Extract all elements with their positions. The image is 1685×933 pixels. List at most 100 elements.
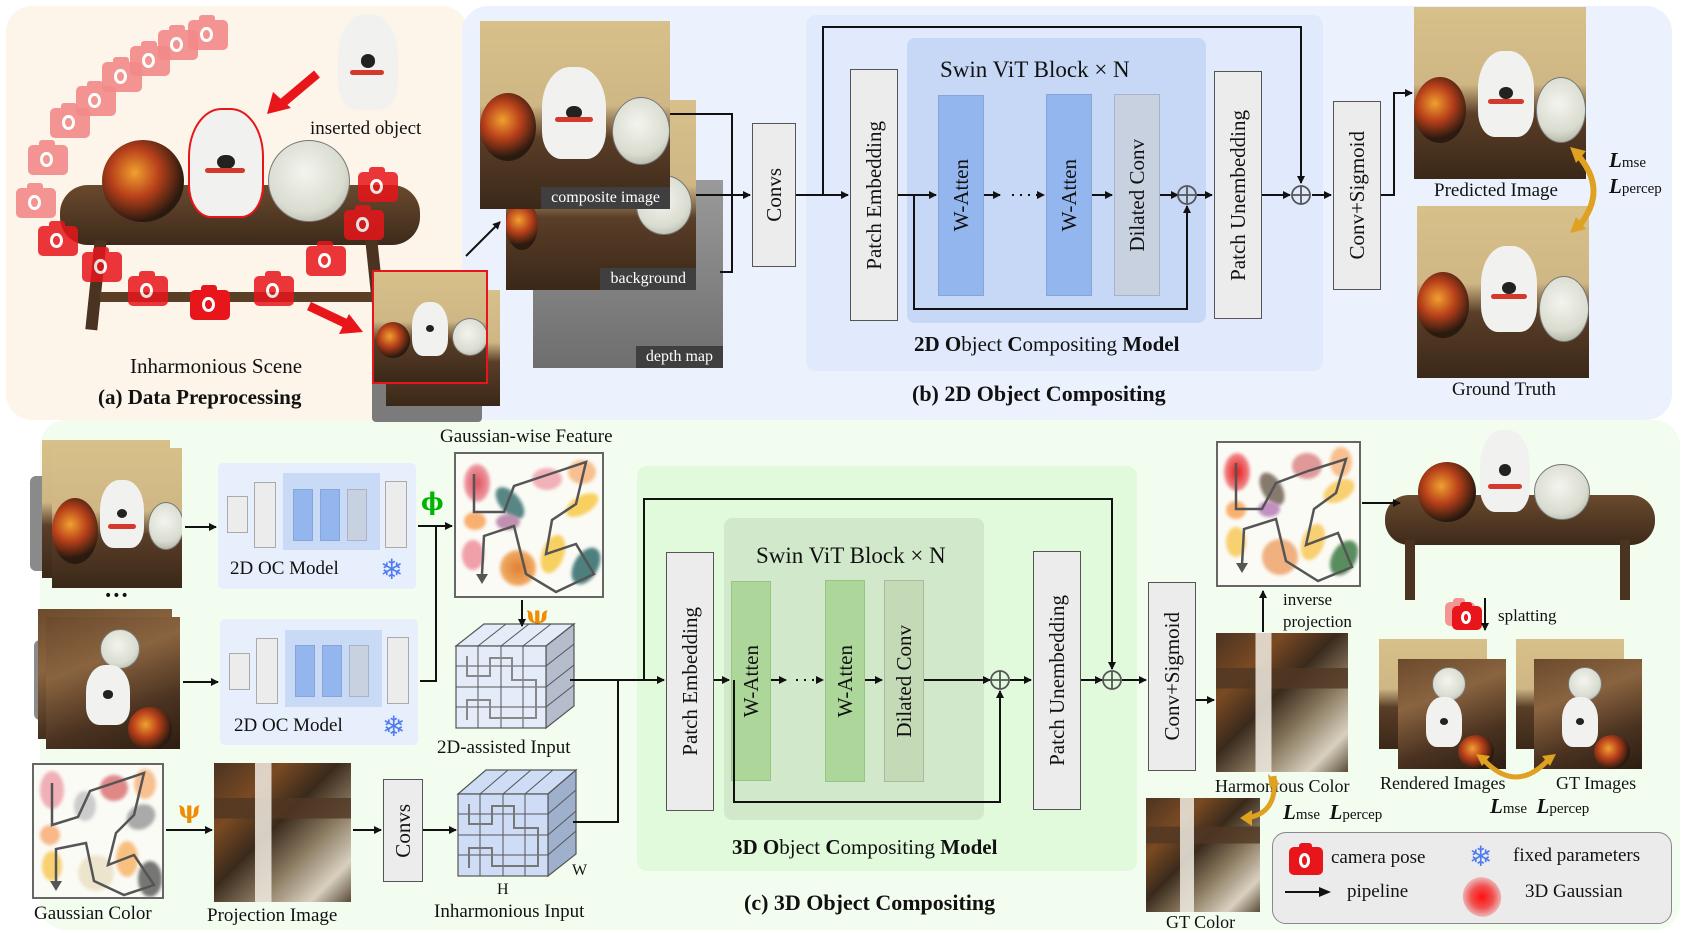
fire-ball	[1594, 735, 1630, 769]
dilated-conv-label: Dilated Conv	[1124, 138, 1149, 252]
loss-symbol: L	[1283, 800, 1296, 824]
render-arrow-icon	[307, 301, 363, 334]
legend-fixed-parameters: fixed parameters	[1513, 845, 1641, 866]
name-part: 3D	[732, 835, 763, 859]
background-label: background	[600, 268, 696, 290]
dog-collar	[108, 524, 136, 529]
inharmonious-input-cube	[456, 768, 578, 878]
loss-rendered-images: Lmse Lpercep	[1490, 794, 1589, 819]
gaussian-blob	[1262, 539, 1298, 575]
camera-pose-icon	[28, 140, 68, 175]
fire-ball	[480, 93, 536, 161]
conv-sigmoid-label: Conv+Sigmoid	[1344, 131, 1369, 260]
name-part: Model	[1122, 332, 1180, 356]
name-part: O	[944, 332, 962, 356]
legend: camera pose ❄ fixed parameters pipeline …	[1272, 832, 1672, 924]
fire-ball	[102, 140, 184, 222]
name-part: C	[1007, 332, 1023, 356]
camera-pose-icon	[158, 25, 198, 60]
patch-embedding-label: Patch Embedding	[861, 120, 886, 270]
serialization-path	[472, 460, 596, 594]
inserted-object-label: inserted object	[310, 118, 422, 139]
loss-arrow-icon	[1476, 754, 1556, 780]
oc-layer	[347, 489, 367, 541]
convs-label: Convs	[761, 168, 786, 222]
gaussian-3d-icon	[1456, 870, 1508, 924]
dog	[1480, 430, 1530, 512]
camera-pose-icon	[254, 271, 294, 306]
oc-layer	[293, 489, 313, 541]
gaussian-blob	[500, 550, 536, 586]
gt-image	[1534, 659, 1642, 769]
swin-block-title-3d: Swin ViT Block × N	[756, 543, 946, 568]
conv-sigmoid-3d: Conv+Sigmoid	[1148, 582, 1196, 771]
loss-arrow-icon	[1240, 774, 1280, 826]
legend-pipeline: pipeline	[1347, 881, 1409, 902]
rendered-images-label: Rendered Images	[1380, 773, 1506, 793]
snowflake-icon: ❄	[1469, 840, 1493, 873]
oc-model-label: 2D OC Model	[230, 558, 339, 579]
harmonious-color-label: Harmonious Color	[1215, 776, 1350, 796]
depth-map-label: depth map	[635, 346, 723, 368]
rendered-view-selected[interactable]	[372, 270, 488, 384]
name-part: bject	[961, 332, 1008, 356]
loss-name: percep	[1549, 801, 1590, 817]
basketball	[612, 97, 670, 165]
pipeline-arrow-icon	[1285, 887, 1331, 897]
multi-view-image-1	[52, 448, 182, 588]
2d-assisted-input-label: 2D-assisted Input	[437, 737, 571, 758]
projection-image-label: Projection Image	[207, 905, 338, 926]
name-part: ompositing	[1022, 332, 1123, 356]
inharmonious-scene-label: Inharmonious Scene	[130, 354, 303, 378]
oc-layer	[385, 481, 407, 548]
serialization-path	[50, 771, 156, 897]
loss-name: mse	[1295, 807, 1320, 823]
dilated-conv-block-3d: Dilated Conv	[884, 580, 924, 782]
snowflake-icon: ❄	[382, 710, 406, 743]
dog	[1426, 697, 1462, 747]
2d-model-name: 2D Object Compositing Model	[914, 332, 1179, 357]
predicted-image-label: Predicted Image	[1434, 180, 1558, 201]
convs-label: Convs	[390, 803, 415, 858]
psi-symbol: ψ	[526, 600, 549, 629]
name-part: C	[825, 835, 841, 859]
loss-symbol: L	[1536, 794, 1550, 818]
camera-pose-icon	[306, 241, 346, 276]
table-leg	[1405, 540, 1415, 600]
oc-model-label: 2D OC Model	[234, 715, 343, 736]
fire-ball	[128, 707, 172, 749]
w-atten-block-3d-1: W-Atten	[731, 581, 771, 781]
fire-ball	[1417, 272, 1469, 338]
dilated-conv-label: Dilated Conv	[891, 624, 916, 738]
name-part: bject	[779, 835, 826, 859]
conv-sigmoid-label: Conv+Sigmoid	[1159, 612, 1184, 741]
panel-c-title: (c) 3D Object Compositing	[744, 890, 996, 915]
2d-assisted-input-cube	[454, 622, 576, 730]
panel-a-title: (a) Data Preprocessing	[98, 385, 302, 409]
conv-sigmoid-2d: Conv+Sigmoid	[1333, 101, 1381, 290]
loss-symbol: L	[1609, 148, 1622, 172]
gt-color-image	[1146, 798, 1260, 912]
basketball	[1432, 667, 1466, 701]
rendered-image	[1398, 659, 1506, 769]
name-part: ompositing	[840, 835, 941, 859]
w-atten-label: W-Atten	[948, 159, 973, 232]
splatting-label: splatting	[1498, 606, 1557, 625]
camera-pose-icon	[1452, 602, 1482, 630]
dog-collar	[350, 70, 384, 75]
patch-unembedding-label: Patch Unembedding	[1225, 109, 1250, 281]
dog	[86, 665, 130, 725]
ground-truth-label: Ground Truth	[1452, 379, 1556, 400]
w-atten-block-3d-2: W-Atten	[825, 580, 865, 782]
patch-unembedding-label: Patch Unembedding	[1044, 595, 1069, 766]
oc-layer	[227, 496, 248, 533]
camera-pose-icon	[128, 271, 168, 306]
inverse-projection-label-2: projection	[1283, 612, 1352, 631]
loss-name: mse	[1502, 801, 1527, 817]
camera-pose-icon	[344, 205, 384, 240]
gaussian-blob	[464, 464, 490, 502]
gaussian-blob	[462, 540, 484, 570]
inserted-object-dog	[338, 14, 398, 110]
oc-layer	[254, 482, 276, 548]
basketball	[148, 502, 182, 550]
